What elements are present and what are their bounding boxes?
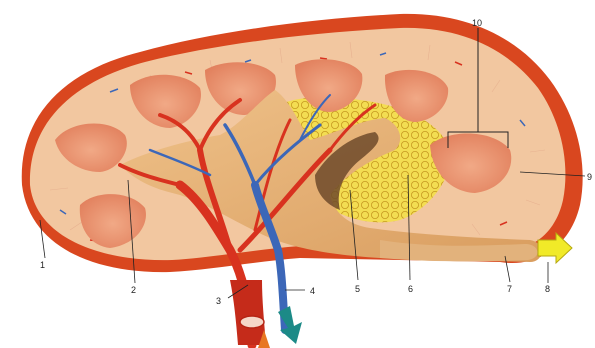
label-3: 3 xyxy=(216,296,221,306)
renal-artery-cut-end xyxy=(240,316,264,328)
label-1: 1 xyxy=(40,260,45,270)
label-9: 9 xyxy=(587,172,592,182)
label-7: 7 xyxy=(507,284,512,294)
label-6: 6 xyxy=(408,284,413,294)
label-10: 10 xyxy=(472,18,482,28)
label-5: 5 xyxy=(355,284,360,294)
label-4: 4 xyxy=(310,286,315,296)
label-2: 2 xyxy=(131,285,136,295)
label-8: 8 xyxy=(545,284,550,294)
renal-artery-trunk xyxy=(230,280,266,345)
